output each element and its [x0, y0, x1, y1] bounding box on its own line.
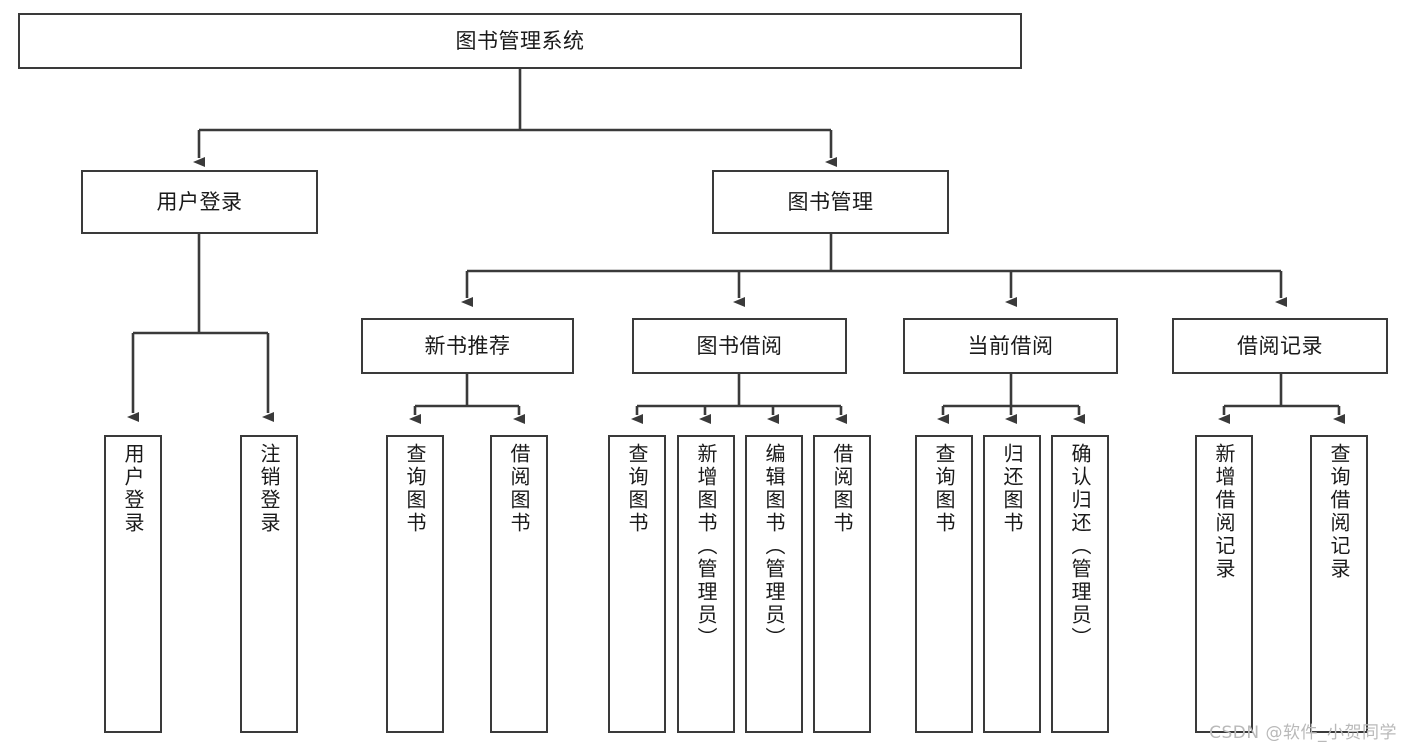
node-root-label: 图书管理系统: [455, 28, 585, 53]
node-leaf-query-book-3-label: 查询图书: [932, 443, 956, 535]
node-current-borrow-label: 当前借阅: [967, 333, 1054, 358]
node-leaf-query-book-1-label: 查询图书: [403, 443, 427, 535]
node-new-book-recommend-label: 新书推荐: [424, 333, 511, 358]
node-current-borrow[interactable]: 当前借阅: [903, 318, 1118, 374]
node-leaf-borrow-book-1-label: 借阅图书: [507, 443, 531, 535]
node-leaf-borrow-book-2-label: 借阅图书: [830, 443, 854, 535]
node-leaf-query-record-label: 查询借阅记录: [1327, 443, 1351, 581]
node-book-manage-label: 图书管理: [787, 189, 874, 214]
node-leaf-edit-book[interactable]: 编辑图书（管理员）: [745, 435, 803, 733]
node-user-login[interactable]: 用户登录: [81, 170, 318, 234]
node-leaf-query-book-2[interactable]: 查询图书: [608, 435, 666, 733]
watermark: CSDN @软件_小贺同学: [1209, 723, 1397, 743]
node-root[interactable]: 图书管理系统: [18, 13, 1022, 69]
node-borrow-record-label: 借阅记录: [1237, 333, 1323, 358]
node-leaf-add-book[interactable]: 新增图书（管理员）: [677, 435, 735, 733]
node-borrow-record[interactable]: 借阅记录: [1172, 318, 1388, 374]
node-leaf-user-logout[interactable]: 注销登录: [240, 435, 298, 733]
node-new-book-recommend[interactable]: 新书推荐: [361, 318, 574, 374]
node-leaf-user-logout-label: 注销登录: [257, 443, 281, 535]
node-leaf-add-book-label: 新增图书（管理员）: [694, 443, 718, 650]
node-book-manage[interactable]: 图书管理: [712, 170, 949, 234]
node-leaf-user-login[interactable]: 用户登录: [104, 435, 162, 733]
node-leaf-query-book-3[interactable]: 查询图书: [915, 435, 973, 733]
node-book-borrow[interactable]: 图书借阅: [632, 318, 847, 374]
node-user-login-label: 用户登录: [156, 189, 243, 214]
node-leaf-add-record[interactable]: 新增借阅记录: [1195, 435, 1253, 733]
node-leaf-return-book-label: 归还图书: [1000, 443, 1024, 535]
node-leaf-borrow-book-2[interactable]: 借阅图书: [813, 435, 871, 733]
node-leaf-query-book-1[interactable]: 查询图书: [386, 435, 444, 733]
node-leaf-confirm-return-label: 确认归还（管理员）: [1068, 443, 1092, 650]
node-leaf-confirm-return[interactable]: 确认归还（管理员）: [1051, 435, 1109, 733]
node-leaf-add-record-label: 新增借阅记录: [1212, 443, 1236, 581]
node-leaf-return-book[interactable]: 归还图书: [983, 435, 1041, 733]
node-leaf-query-record[interactable]: 查询借阅记录: [1310, 435, 1368, 733]
node-leaf-query-book-2-label: 查询图书: [625, 443, 649, 535]
node-book-borrow-label: 图书借阅: [696, 333, 783, 358]
node-leaf-edit-book-label: 编辑图书（管理员）: [762, 443, 786, 650]
node-leaf-borrow-book-1[interactable]: 借阅图书: [490, 435, 548, 733]
node-leaf-user-login-label: 用户登录: [121, 443, 145, 535]
